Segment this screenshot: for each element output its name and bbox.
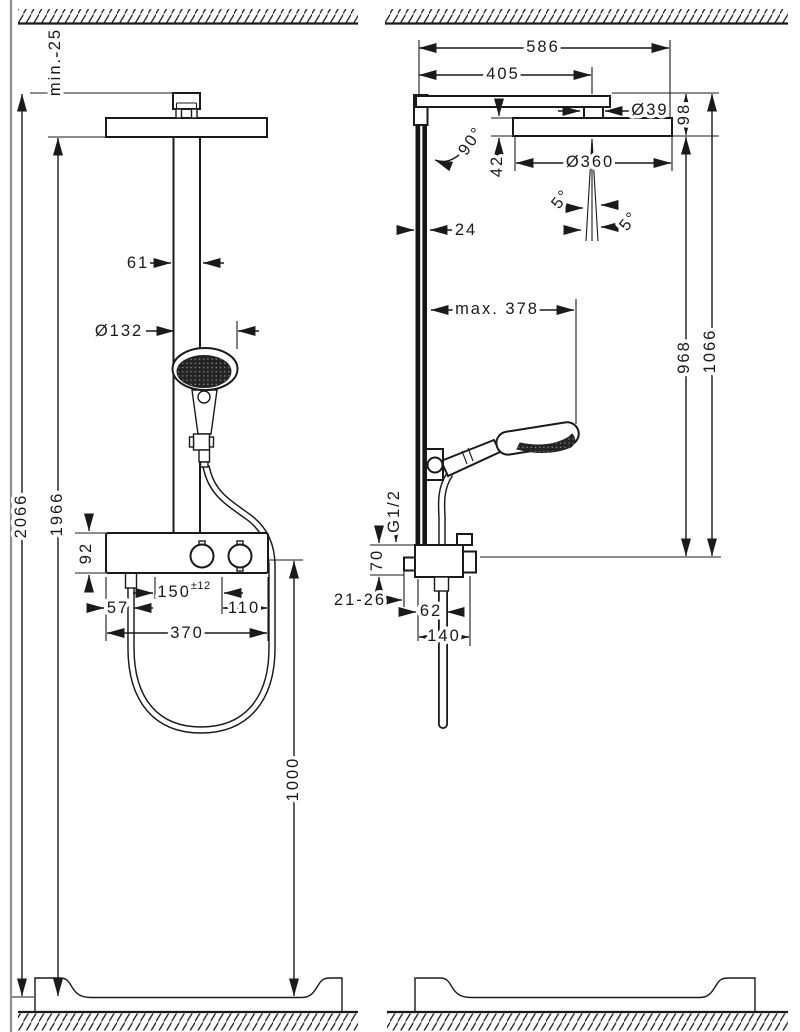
ceiling-hatch-left (18, 9, 358, 25)
riser-pipe (172, 136, 201, 534)
ceiling-hatch-right (385, 9, 788, 25)
select-button (197, 390, 211, 404)
dim-wall-gap: 21-26 (334, 591, 386, 609)
dim-bar-depth: 24 (455, 221, 477, 239)
wall-bar (415, 125, 427, 545)
dim-head-diameter: Ø360 (566, 153, 614, 171)
hand-shower-side (425, 421, 580, 481)
dim-arm-overall-depth: 586 (526, 38, 560, 56)
shower-hose-front (127, 465, 276, 734)
dim-pipe-width: 61 (127, 254, 149, 272)
dim-head-floor-clearance: 968 (675, 340, 693, 374)
shower-tray-front (34, 977, 343, 1012)
thermostat-knob-right (227, 540, 253, 572)
spray-face-side (516, 433, 576, 453)
dim-arm-floor-clearance: 1066 (701, 329, 719, 374)
holder-pivot (426, 456, 444, 474)
dim-handshower-reach: max. 378 (455, 300, 539, 318)
thermostat-knob-left (189, 540, 215, 569)
dim-spray-tilt-right: 5° (616, 208, 642, 235)
ceiling-mount-front (172, 92, 201, 119)
thermostat-shelf (105, 532, 269, 574)
floor-hatch-right (387, 1010, 788, 1031)
dim-arm-length: 405 (486, 65, 520, 83)
side-dimensions: 586 405 Ø39 98 968 1066 90° 42 Ø360 5° 5… (330, 35, 722, 649)
floor-hatch-left (18, 1010, 358, 1031)
shower-arm (415, 95, 611, 108)
side-view (403, 94, 673, 729)
dim-connector-diameter: Ø39 (631, 101, 668, 119)
dim-head-drop: 98 (675, 103, 693, 125)
dim-showerhead-height: 1966 (48, 492, 66, 537)
dim-valve-total-depth: 140 (427, 627, 461, 645)
dim-hose-axis-offset: 62 (420, 602, 442, 620)
spray-angle-lines (585, 138, 599, 242)
shower-hose-side-upper (437, 471, 454, 546)
dim-head-thickness: 42 (488, 155, 506, 177)
dim-valve-height: 92 (77, 542, 95, 564)
hand-shower-handle-side (439, 438, 502, 478)
dim-valve-width: 370 (170, 624, 204, 642)
overhead-shower-front (105, 117, 268, 138)
shower-tray-side (414, 977, 756, 1012)
dim-knob-edge-offset: 110 (228, 599, 260, 617)
arm-connector (583, 106, 604, 119)
dim-thread-size: G1/2 (385, 489, 403, 533)
dim-valve-depth: 70 (368, 549, 386, 571)
front-view (105, 92, 276, 734)
hand-shower-front (171, 347, 239, 468)
front-dimensions: min. 25 2066 1966 61 Ø132 92 57 150±12 1… (9, 24, 306, 998)
overhead-shower-side (512, 117, 673, 137)
dim-connection-spacing: 150±12 (157, 580, 210, 601)
dim-handshower-diameter: Ø132 (95, 322, 143, 340)
valve-body-side (403, 533, 477, 592)
holder-clamp (192, 433, 211, 451)
spray-face (176, 355, 232, 388)
dim-handshower-drop: 1000 (284, 757, 302, 802)
dim-min-ceiling-clearance: min. 25 (46, 28, 64, 96)
dim-overall-height: 2066 (12, 494, 30, 539)
dim-hose-outlet-offset: 57 (107, 599, 129, 617)
